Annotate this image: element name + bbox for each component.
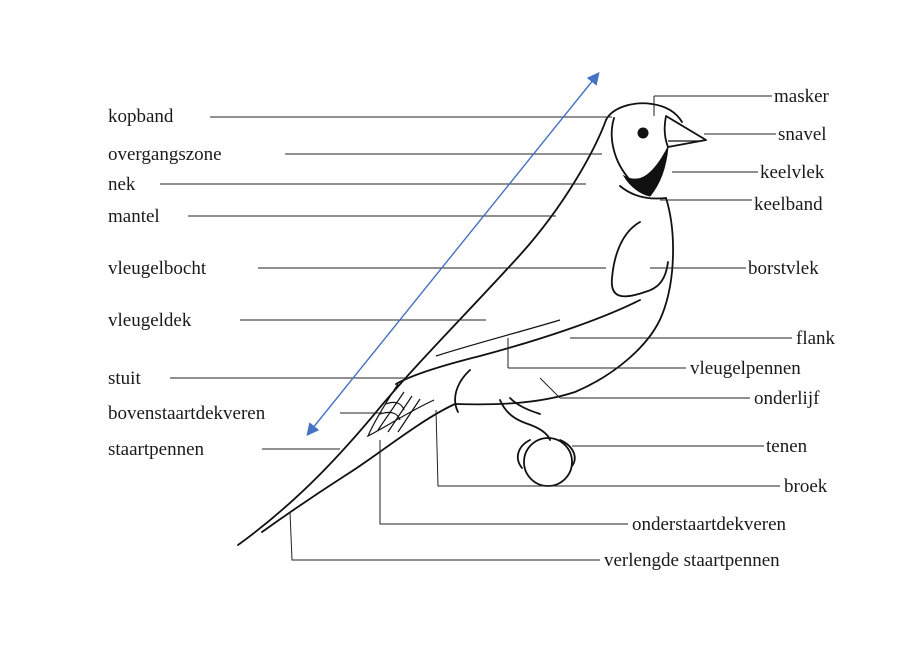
left-labels: kopband overgangszone nek mantel vleugel… (108, 106, 266, 460)
label-bovenstaartdekveren: bovenstaartdekveren (108, 403, 266, 424)
label-onderlijf: onderlijf (754, 388, 820, 409)
label-verlengde-staartpennen: verlengde staartpennen (604, 550, 780, 571)
label-flank: flank (796, 328, 836, 349)
beak (665, 116, 706, 147)
label-tenen: tenen (766, 436, 808, 457)
mask-boundary (612, 118, 630, 180)
throat-patch (624, 147, 668, 196)
leg (500, 400, 550, 440)
label-broek: broek (784, 476, 828, 497)
label-borstvlek: borstvlek (748, 258, 819, 279)
label-overgangszone: overgangszone (108, 144, 222, 165)
label-kopband: kopband (108, 106, 174, 127)
toes (518, 440, 575, 468)
label-masker: masker (774, 86, 830, 107)
label-snavel: snavel (778, 124, 827, 145)
eye (638, 128, 649, 139)
right-labels: masker snavel keelvlek keelband borstvle… (604, 86, 836, 571)
primaries (455, 370, 470, 412)
label-vleugeldek: vleugeldek (108, 310, 192, 331)
label-vleugelpennen: vleugelpennen (690, 358, 801, 379)
wing-bend (612, 222, 668, 296)
label-keelband: keelband (754, 194, 823, 215)
label-nek: nek (108, 174, 136, 195)
label-stuit: stuit (108, 368, 141, 389)
leader-lines (160, 96, 792, 560)
perch (524, 438, 572, 486)
double-headed-arrow (308, 74, 598, 434)
label-mantel: mantel (108, 206, 160, 227)
tail-underside (262, 404, 455, 532)
label-staartpennen: staartpennen (108, 439, 205, 460)
wing-edge (396, 300, 640, 384)
label-keelvlek: keelvlek (760, 162, 825, 183)
label-onderstaartdekveren: onderstaartdekveren (632, 514, 787, 535)
label-vleugelbocht: vleugelbocht (108, 258, 207, 279)
bird-outline (238, 103, 706, 545)
breast-outline (455, 198, 673, 404)
